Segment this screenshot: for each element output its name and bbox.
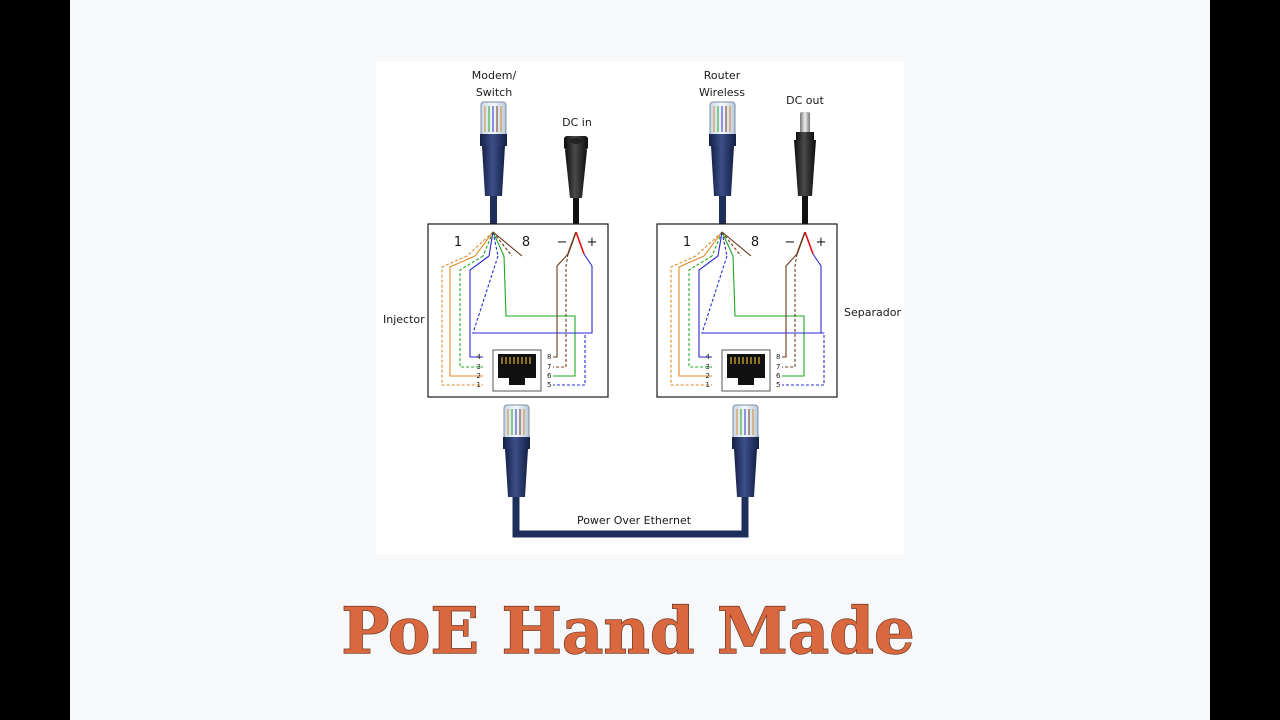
dc-out-label: DC out (786, 94, 824, 107)
rj45-jack-icon (721, 349, 771, 392)
injector-wires (441, 253, 593, 386)
jack-pin-label: 5 (547, 381, 551, 389)
stage: Modem/ Switch DC in Injector 1 8 − + (70, 0, 1210, 720)
injector-label: Injector (383, 313, 425, 326)
separator-minus: − (785, 235, 796, 250)
separator-fanout (695, 231, 814, 257)
poe-cable-label: Power Over Ethernet (577, 514, 692, 527)
injector-plus: + (587, 235, 598, 250)
jack-pin-label: 8 (547, 353, 551, 361)
jack-pin-label: 1 (706, 381, 710, 389)
jack-pin-label: 7 (547, 363, 551, 371)
jack-pin-label: 6 (776, 372, 781, 380)
rj45-jack-icon (492, 349, 542, 392)
jack-pin-label: 5 (776, 381, 780, 389)
dc-plug-icon (794, 112, 816, 224)
rj45-plug-icon (709, 101, 736, 224)
jack-pin-label: 2 (706, 372, 710, 380)
separator-label: Separador (844, 306, 901, 319)
poe-wiring-diagram: Modem/ Switch DC in Injector 1 8 − + (341, 62, 915, 670)
jack-pin-label: 4 (706, 353, 711, 361)
injector-pin-first: 1 (454, 235, 462, 250)
separator-plus: + (816, 235, 827, 250)
page-title: PoE Hand Made (341, 594, 914, 669)
rj45-plug-icon (480, 101, 507, 224)
diagram-sheet (376, 62, 904, 554)
rj45-plug-icon (732, 404, 759, 497)
separator-top-label-1: Router (704, 69, 741, 82)
injector-top-label-1: Modem/ (472, 69, 517, 82)
rj45-plug-icon (503, 404, 530, 497)
injector-minus: − (557, 235, 568, 250)
dc-in-label: DC in (562, 116, 592, 129)
injector-top-label-2: Switch (476, 86, 512, 99)
separator-box (656, 223, 838, 398)
injector-group: Modem/ Switch DC in Injector 1 8 − + (383, 69, 609, 398)
jack-pin-label: 8 (776, 353, 780, 361)
jack-pin-label: 2 (477, 372, 481, 380)
poe-cable (512, 497, 749, 538)
jack-pin-label: 7 (776, 363, 780, 371)
injector-fanout (466, 231, 585, 257)
separator-group: Router Wireless DC out Separador 1 8 − + (656, 69, 901, 398)
separator-pin-first: 1 (683, 235, 691, 250)
dc-jack-icon (564, 136, 588, 224)
jack-pin-label: 6 (547, 372, 552, 380)
jack-pin-label: 3 (706, 363, 710, 371)
jack-pin-label: 3 (477, 363, 481, 371)
jack-pin-label: 4 (477, 353, 482, 361)
jack-pin-label: 1 (477, 381, 481, 389)
separator-pin-last: 8 (751, 235, 759, 250)
separator-wires (670, 253, 825, 386)
injector-box (427, 223, 609, 398)
separator-top-label-2: Wireless (699, 86, 745, 99)
injector-pin-last: 8 (522, 235, 530, 250)
poe-cable-group: Power Over Ethernet (503, 404, 759, 538)
